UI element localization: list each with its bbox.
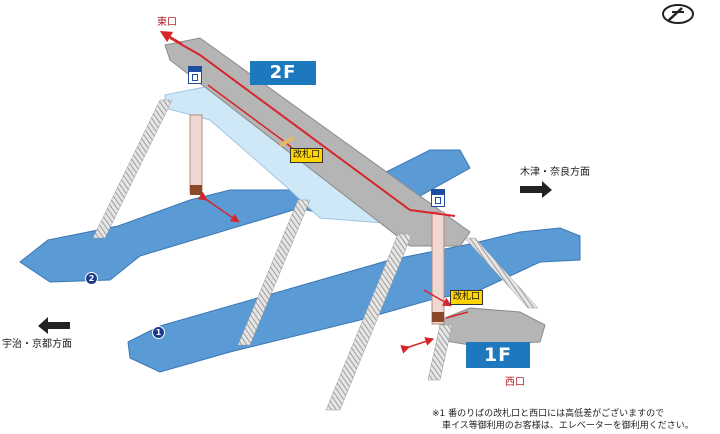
elevator-car-right [432,312,444,322]
direction-kizu-nara-label: 木津・奈良方面 [520,167,590,178]
direction-uji-kyoto-label: 宇治・京都方面 [2,339,72,350]
platform-1 [127,227,581,373]
stairs-lower-exit [427,324,453,381]
arrow-kizu-nara [520,181,552,198]
ticket-gate-label-lower: 改札口 [450,290,484,305]
elevator-shaft-left [189,114,203,194]
arrow-uji-kyoto [38,317,70,334]
floor-badge-2f: 2F [250,61,316,85]
stairs-mid [325,233,413,411]
concourse-1f [439,307,546,346]
east-exit-label: 東口 [157,17,177,28]
compass-icon [662,4,694,24]
footnote-line-2: 車イス等御利用のお客様は、エレベーターを御利用ください。 [442,421,694,431]
stairs-right [464,237,539,309]
route-line-1f [445,311,469,319]
elevator-shaft-right [431,211,445,325]
platform-number-1: 1 [152,326,165,339]
stairs-left-lower [237,199,311,346]
west-exit-label: 西口 [505,377,525,388]
route-line [169,37,456,217]
route-line-east [159,30,183,45]
route-arrow-left [197,191,240,223]
floor-badge-1f: 1F [466,342,530,368]
route-arrow-concourse [279,136,295,147]
elevator-car-left [190,185,202,195]
ticket-gate-label-upper: 改札口 [290,148,324,163]
elevator-icon [188,66,202,84]
footnote: ※1 番のりばの改札口と西口には高低差がございますので 車イス等御利用のお客様は… [432,408,694,432]
route-arrow-lower [400,337,435,354]
stairs-left-upper [92,99,173,239]
route-arrow-right-top [423,289,452,307]
platform-2 [19,149,471,283]
footnote-line-1: ※1 番のりばの改札口と西口には高低差がございますので [432,409,665,419]
platform-number-2: 2 [85,272,98,285]
elevator-icon [431,189,445,207]
